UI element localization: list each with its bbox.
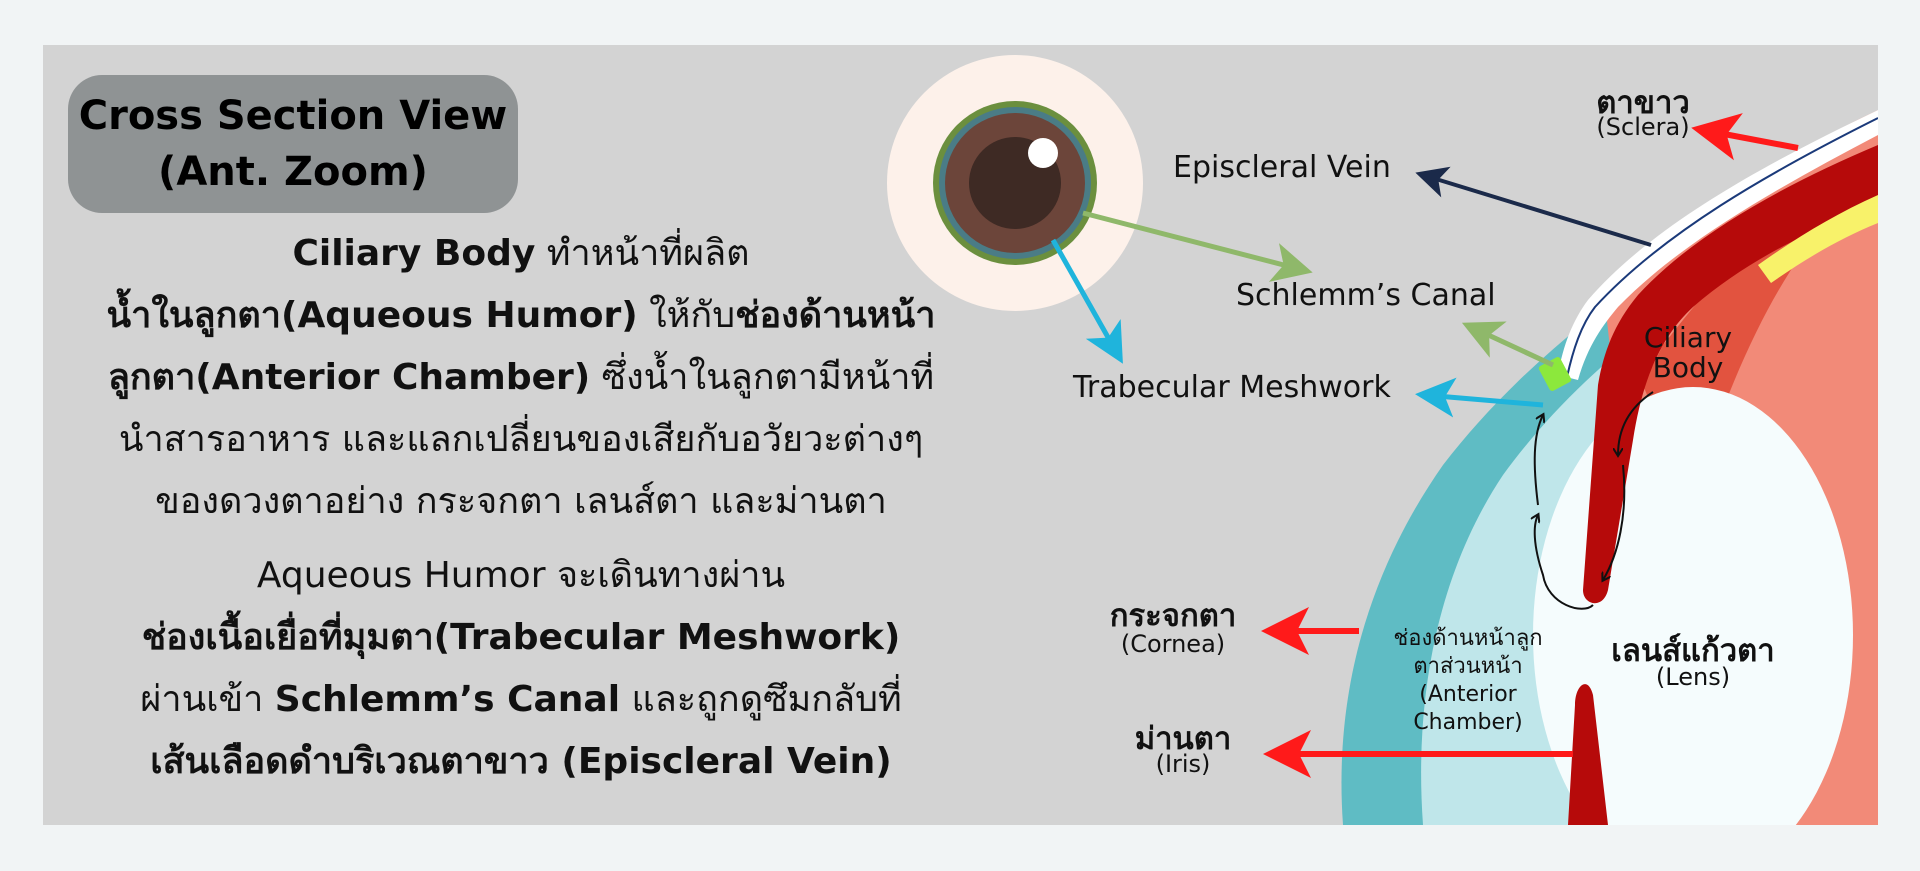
description-line: เส้นเลือดดำบริเวณตาขาว (Episcleral Vein) (91, 731, 951, 793)
diagram-panel: Cross Section View (Ant. Zoom) Ciliary B… (43, 45, 1878, 825)
description-text: ซึ่งน้ำในลูกตามีหน้าที่ (590, 357, 935, 398)
description-text: ของดวงตาอย่าง กระจกตา เลนส์ตา และม่านตา (155, 481, 887, 522)
cross-section (1341, 110, 1878, 825)
description-line: นำสารอาหาร และแลกเปลี่ยนของเสียกับอวัยวะ… (91, 409, 951, 471)
description-line: Aqueous Humor จะเดินทางผ่าน (91, 545, 951, 607)
cornea-label-en: (Cornea) (1120, 630, 1226, 658)
cornea-label-th: กระจกตา (1109, 598, 1237, 634)
description-line: Ciliary Body ทำหน้าที่ผลิต (91, 223, 951, 285)
title-line-1: Cross Section View (78, 93, 508, 139)
description-bold-text: น้ำในลูกตา(Aqueous Humor) (106, 295, 638, 336)
ciliary-body-label-line-2: Body (1652, 351, 1724, 384)
sclera-arrow (1691, 113, 1799, 161)
anterior-chamber-label-en-2: Chamber) (1413, 710, 1523, 735)
description-bold-text: ช่องด้านหน้า (735, 295, 936, 336)
description-bold-text: ช่องเนื้อเยื่อที่มุมตา(Trabecular Meshwo… (141, 617, 901, 658)
description-text: ผ่านเข้า (140, 679, 275, 720)
description-bold-text: เส้นเลือดดำบริเวณตาขาว (Episcleral Vein) (150, 741, 892, 782)
schlemms-canal-label: Schlemm’s Canal (1236, 278, 1496, 313)
eye-to-trabecular-arrow (1050, 238, 1123, 364)
anterior-chamber-label: ช่องด้านหน้าลูก ตาส่วนหน้า (Anterior Cha… (1383, 625, 1553, 737)
description-line: น้ำในลูกตา(Aqueous Humor) ให้กับช่องด้าน… (91, 285, 951, 347)
description-line: ผ่านเข้า Schlemm’s Canal และถูกดูซึมกลับ… (91, 669, 951, 731)
anterior-chamber-label-th-1: ช่องด้านหน้าลูก (1393, 626, 1543, 651)
ciliary-body-label: Ciliary Body (1633, 323, 1743, 383)
sclera-band (1558, 110, 1878, 380)
episcleral-vein-arrow (1415, 166, 1652, 247)
iris-shape (1568, 684, 1608, 825)
trabecular-meshwork-label: Trabecular Meshwork (1073, 370, 1391, 405)
yellow-band (1758, 195, 1878, 283)
description-bold-text: Schlemm’s Canal (274, 679, 621, 720)
description-bold-text: Ciliary Body (292, 233, 536, 274)
description-bold-text: ลูกตา(Anterior Chamber) (107, 357, 591, 398)
title-line-2: (Ant. Zoom) (158, 149, 428, 195)
iris-label-th: ม่านตา (1134, 721, 1232, 757)
trabecular-arrow (1415, 377, 1544, 418)
ciliary-body-shape (1583, 145, 1878, 604)
iris-label-en: (Iris) (1155, 750, 1211, 778)
sclera-label-th: ตาขาว (1596, 85, 1690, 121)
lens-label-th: เลนส์แก้วตา (1611, 633, 1775, 669)
description-text: Aqueous Humor จะเดินทางผ่าน (256, 555, 786, 596)
eye-to-schlemm-arrow (1082, 210, 1313, 282)
ciliary-body-label-line-1: Ciliary (1643, 321, 1733, 354)
sclera-label-en: (Sclera) (1596, 113, 1690, 141)
description-paragraph-1: Ciliary Body ทำหน้าที่ผลิตน้ำในลูกตา(Aqu… (91, 223, 951, 533)
description-text: นำสารอาหาร และแลกเปลี่ยนของเสียกับอวัยวะ… (118, 419, 924, 460)
title-box: Cross Section View (Ant. Zoom) (68, 75, 518, 213)
description-line: ของดวงตาอย่าง กระจกตา เลนส์ตา และม่านตา (91, 471, 951, 533)
episcleral-vein-label: Episcleral Vein (1173, 150, 1391, 185)
description: Ciliary Body ทำหน้าที่ผลิตน้ำในลูกตา(Aqu… (91, 223, 951, 793)
anterior-chamber-label-th-2: ตาส่วนหน้า (1413, 654, 1523, 679)
anterior-chamber-label-en-1: (Anterior (1419, 682, 1517, 707)
description-text: ทำหน้าที่ผลิต (535, 233, 750, 274)
description-text: และถูกดูซึมกลับที่ (620, 679, 902, 720)
lens-label-en: (Lens) (1655, 663, 1731, 691)
eye-diagram (887, 55, 1878, 825)
description-line: ลูกตา(Anterior Chamber) ซึ่งน้ำในลูกตามี… (91, 347, 951, 409)
eye-icon (887, 55, 1143, 311)
description-text: ให้กับ (637, 295, 736, 336)
description-paragraph-2: Aqueous Humor จะเดินทางผ่านช่องเนื้อเยื่… (91, 545, 951, 793)
description-line: ช่องเนื้อเยื่อที่มุมตา(Trabecular Meshwo… (91, 607, 951, 669)
schlemm-arrow (1461, 321, 1555, 368)
trabecular-meshwork-shape (1538, 357, 1572, 391)
